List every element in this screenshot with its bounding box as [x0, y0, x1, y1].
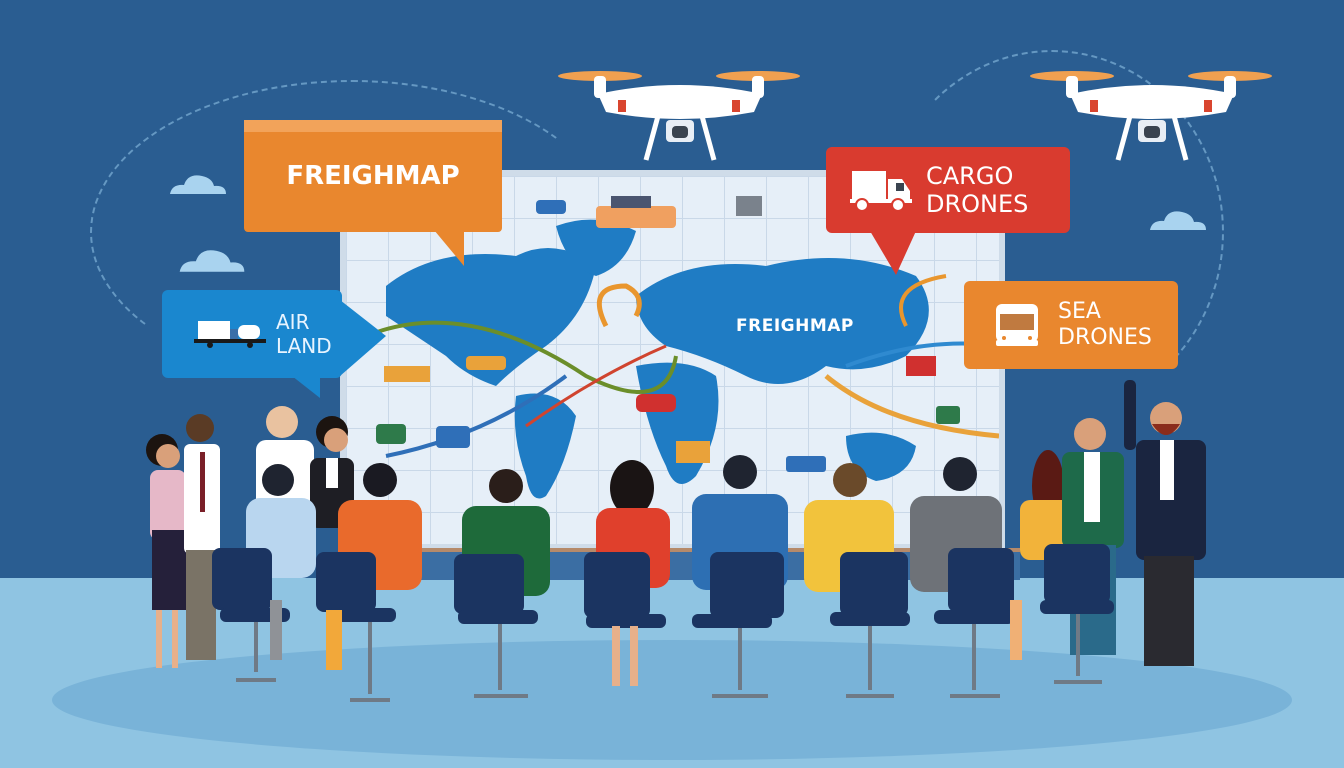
- sea-drones-line1: SEA: [1058, 299, 1101, 324]
- cargo-drones-line2: DRONES: [926, 190, 1029, 218]
- sea-drones-line2: DRONES: [1058, 325, 1152, 350]
- chair: [212, 544, 1114, 628]
- standing-person: [146, 434, 186, 668]
- world-map-continents: [365, 196, 999, 499]
- cargo-drones-line1: CARGO: [926, 162, 1014, 190]
- bus-icon: [996, 304, 1038, 346]
- dashed-flight-path: [90, 80, 614, 384]
- dashed-flight-path: [880, 50, 1224, 414]
- standing-person: [1062, 418, 1124, 655]
- air-land-text: AIR LAND: [276, 310, 332, 358]
- sea-drones-callout: SEA DRONES: [964, 281, 1178, 369]
- callout-top-stripe: [244, 120, 502, 132]
- standing-person: [1124, 380, 1206, 666]
- chair-bases: [236, 614, 1102, 702]
- standing-person: [184, 414, 220, 660]
- callout-tail: [434, 230, 464, 266]
- callout-tail: [870, 231, 916, 275]
- cloud-icon: [170, 175, 226, 194]
- cargo-drones-text: CARGO DRONES: [926, 162, 1028, 218]
- air-land-callout: AIR LAND: [162, 290, 386, 398]
- sea-drones-text: SEA DRONES: [1058, 299, 1152, 351]
- freighmap-callout: FREIGHMAP: [244, 120, 502, 266]
- cargo-drones-callout: CARGO DRONES: [826, 147, 1070, 275]
- truck-icon: [194, 321, 266, 348]
- drone-icon: [558, 71, 800, 161]
- air-land-line2: LAND: [276, 334, 332, 358]
- callout-tail: [340, 300, 386, 376]
- air-land-line1: AIR: [276, 310, 310, 334]
- floor-rug: [52, 640, 1292, 760]
- drone-icon: [1030, 71, 1272, 161]
- legs: [270, 600, 1022, 686]
- cloud-icon: [179, 250, 245, 272]
- freighmap-label: FREIGHMAP: [286, 161, 460, 191]
- map-title: FREIGHMAP: [736, 316, 854, 336]
- cloud-icon: [1150, 211, 1206, 230]
- truck-icon: [850, 171, 912, 212]
- callout-tail: [292, 376, 320, 398]
- team-illustration: [146, 380, 1206, 702]
